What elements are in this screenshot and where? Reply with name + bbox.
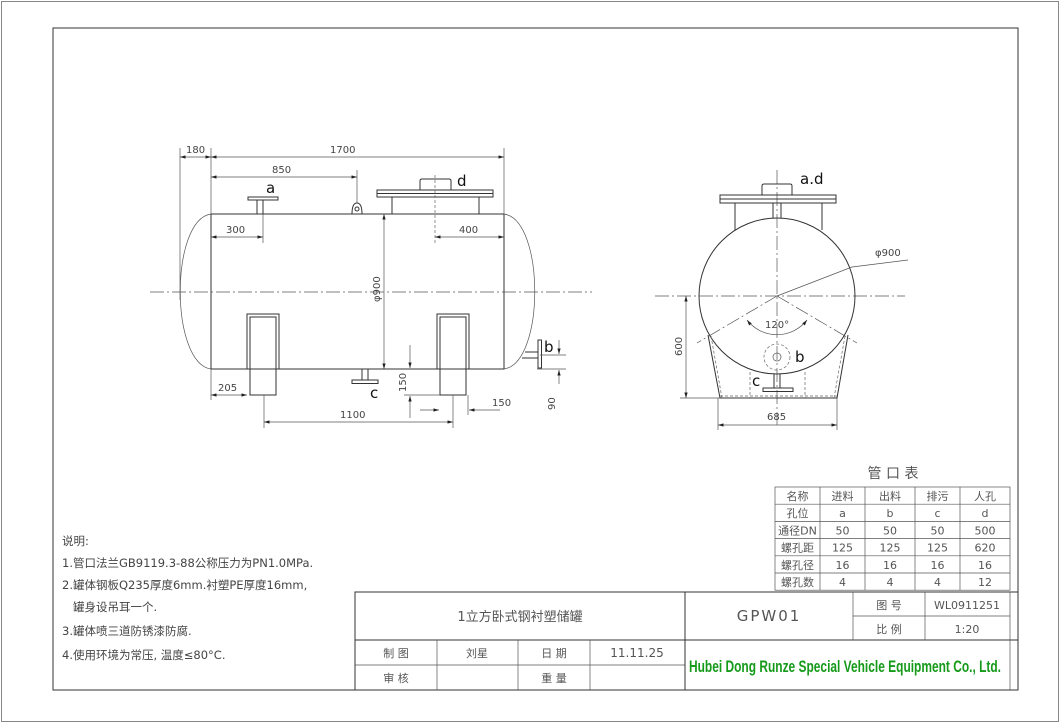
weight-label: 重 量 [541, 671, 567, 685]
nozzle-table-title: 管 口 表 [868, 466, 919, 482]
label-d: d [457, 172, 467, 190]
tank-circle [698, 217, 856, 375]
note-line: 罐身设吊耳一个. [62, 600, 157, 614]
date-label: 日 期 [541, 647, 567, 660]
table-cell: 出料 [879, 489, 901, 503]
dim-300: 300 [226, 225, 245, 236]
table-cell: 125 [832, 542, 853, 555]
note-line: 2.罐体钢板Q235厚度6mm.衬塑PE厚度16mm, [62, 578, 307, 592]
note-line: 1.管口法兰GB9119.3-88公称压力为PN1.0MPa. [62, 556, 313, 570]
dim-850: 850 [272, 165, 291, 176]
table-cell: 500 [975, 524, 996, 537]
scale-value: 1:20 [955, 623, 980, 636]
table-cell: 4 [934, 576, 941, 589]
notes: 说明: 1.管口法兰GB9119.3-88公称压力为PN1.0MPa. 2.罐体… [62, 534, 313, 662]
end-view: 120° φ900 600 685 a.d b c [655, 170, 909, 430]
table-cell: 125 [927, 542, 948, 555]
label-b: b [544, 338, 554, 356]
table-cell: 螺孔数 [781, 576, 814, 589]
table-cell: d [982, 507, 989, 520]
table-cell: 50 [836, 524, 850, 537]
table-cell: 孔位 [787, 506, 809, 520]
table-cell: 螺孔距 [781, 542, 814, 555]
label-a: a [266, 179, 275, 197]
lifting-lug [351, 202, 363, 215]
dim-phi900-end: φ900 [875, 248, 901, 259]
title-block: 1立方卧式钢衬塑储罐 GPW01 图 号 WL0911251 比 例 1:20 … [354, 591, 1019, 691]
table-cell: a [839, 507, 846, 520]
label-b-end: b [795, 348, 805, 366]
note-line: 4.使用环境为常压, 温度≤80°C. [62, 648, 226, 662]
dim-400: 400 [459, 225, 478, 236]
manhole [719, 183, 837, 230]
left-saddle [246, 313, 280, 396]
dim-phi900: φ900 [372, 276, 383, 302]
drawn-label: 制 图 [383, 647, 409, 660]
review-label: 审 核 [383, 671, 409, 685]
table-cell: 螺孔径 [781, 559, 814, 572]
note-line: 3.罐体喷三道防锈漆防腐. [62, 624, 192, 638]
company-name: Hubei Dong Runze Special Vehicle Equipme… [689, 657, 1001, 676]
table-cell: 16 [836, 559, 850, 572]
table-cell: 排污 [927, 489, 949, 503]
nozzle-b-circle [763, 343, 791, 371]
dim-90: 90 [547, 397, 558, 410]
table-cell: 通径DN [778, 524, 817, 537]
notes-heading: 说明: [62, 534, 89, 548]
label-c: c [370, 384, 378, 402]
table-cell: 620 [975, 542, 996, 555]
table-cell: 4 [887, 576, 894, 589]
table-cell: 进料 [832, 489, 854, 503]
table-cell: 125 [880, 542, 901, 555]
table-cell: 50 [931, 524, 945, 537]
dim-1100: 1100 [340, 410, 365, 421]
table-cell: b [887, 507, 894, 520]
table-cell: 16 [931, 559, 945, 572]
scale-label: 比 例 [876, 622, 902, 636]
dim-205: 205 [218, 383, 237, 394]
nozzle-c [351, 369, 379, 384]
right-head [503, 213, 536, 370]
drawing-no: WL0911251 [934, 599, 1000, 612]
date-value: 11.11.25 [610, 646, 663, 660]
phi900-leader [776, 259, 909, 297]
label-a-d: a.d [800, 170, 823, 188]
table-cell: c [934, 507, 940, 520]
drawn-by: 刘星 [466, 647, 488, 660]
side-view: 180 1700 850 300 400 φ900 205 1100 150 1… [150, 145, 592, 428]
drawing-code: GPW01 [737, 607, 802, 625]
dim-150-vertical: 150 [398, 373, 409, 392]
left-head [179, 213, 212, 370]
nozzle-c-flange [762, 387, 794, 392]
dim-685: 685 [767, 412, 786, 423]
right-saddle [436, 313, 470, 396]
table-cell: 12 [978, 576, 992, 589]
dim-180: 180 [186, 145, 205, 156]
support [707, 334, 849, 399]
label-c-end: c [752, 372, 760, 390]
table-cell: 16 [978, 559, 992, 572]
nozzle-b [522, 339, 542, 369]
nozzle-a [247, 196, 279, 214]
dim-600: 600 [674, 337, 685, 356]
table-cell: 16 [883, 559, 897, 572]
angle-120: 120° [765, 320, 789, 331]
table-cell: 人孔 [974, 490, 996, 503]
drawing-no-label: 图 号 [876, 599, 902, 612]
drawing-title: 1立方卧式钢衬塑储罐 [457, 609, 582, 625]
tank-shell [210, 213, 505, 370]
table-cell: 50 [883, 524, 897, 537]
dim-150-horizontal: 150 [492, 398, 511, 409]
table-cell: 4 [839, 576, 846, 589]
table-cell: 名称 [787, 489, 809, 503]
dim-1700: 1700 [330, 145, 355, 156]
